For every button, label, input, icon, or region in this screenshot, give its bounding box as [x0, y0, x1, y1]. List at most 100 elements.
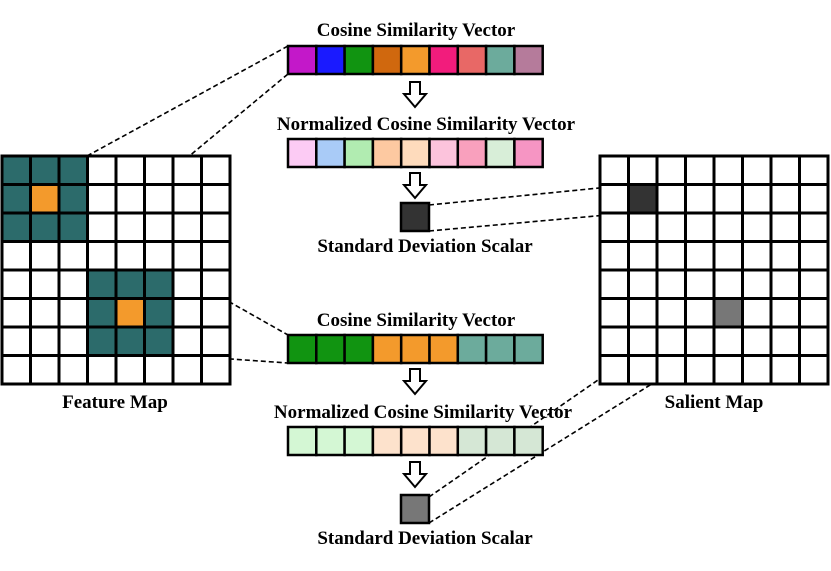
vector-cell — [343, 137, 375, 169]
salient-map-cell — [627, 154, 659, 186]
vector-cell — [371, 425, 403, 457]
feature-map-cell — [29, 183, 61, 215]
vector-cell — [456, 333, 488, 365]
feature-map-cell — [86, 325, 118, 357]
feature-map-cell — [29, 154, 61, 186]
salient-map-cell — [627, 297, 659, 329]
salient-map-cell — [684, 297, 716, 329]
feature-map-cell — [29, 240, 61, 272]
salient-map-cell — [798, 268, 830, 300]
salient-map-cell — [769, 240, 801, 272]
salient-map-cell — [655, 183, 687, 215]
vector-cell — [399, 425, 431, 457]
feature-map-cell — [171, 211, 203, 243]
vector-cell — [343, 44, 375, 76]
salient-map-cell — [741, 354, 773, 386]
vector-cell — [286, 333, 318, 365]
vector-cell — [315, 137, 346, 169]
salient-map-cell — [684, 211, 716, 243]
feature-map-cell — [0, 240, 32, 272]
vector-cell — [456, 137, 488, 169]
vector-cell — [428, 333, 460, 365]
feature-map-cell — [171, 297, 203, 329]
feature-map-cell — [143, 268, 175, 300]
down-arrows — [401, 81, 429, 489]
salient-map-cell — [769, 268, 801, 300]
feature-map-cell — [200, 297, 232, 329]
feature-map-cell — [200, 325, 232, 357]
feature-map-cell — [57, 268, 89, 300]
salient-map-cell — [741, 268, 773, 300]
feature-map-cell — [57, 154, 89, 186]
salient-map-title: Salient Map — [665, 392, 764, 413]
salient-map-cell — [798, 297, 830, 329]
feature-map-cell — [114, 240, 146, 272]
vector-cell — [399, 333, 431, 365]
bottom-normalized-cosine-similarity-vector — [286, 425, 544, 457]
down-arrow-icon — [401, 81, 429, 109]
feature-map-cell — [114, 325, 146, 357]
feature-map-cell — [86, 154, 118, 186]
vector-cell — [286, 137, 318, 169]
top-normalized-vector-title: Normalized Cosine Similarity Vector — [277, 114, 576, 135]
salient-map-cell — [684, 354, 716, 386]
salient-map-cell — [684, 183, 716, 215]
feature-map-cell — [114, 183, 146, 215]
feature-map-cell — [0, 297, 32, 329]
feature-map-cell — [29, 268, 61, 300]
bottom-cosine-similarity-vector — [286, 333, 544, 365]
vector-cell — [513, 137, 544, 169]
feature-map-cell — [29, 354, 61, 386]
salient-map-cell — [769, 297, 801, 329]
feature-map-cell — [0, 325, 32, 357]
salient-map-cell — [598, 354, 630, 386]
salient-map-cell — [655, 354, 687, 386]
vector-cell — [513, 44, 544, 76]
feature-map-cell — [143, 183, 175, 215]
feature-map-cell — [114, 154, 146, 186]
vector-cell — [513, 333, 544, 365]
top-cosine-vector-title: Cosine Similarity Vector — [317, 20, 516, 41]
vector-cell — [484, 425, 516, 457]
feature-map-cell — [200, 183, 232, 215]
vector-cell — [315, 425, 346, 457]
feature-map-cell — [57, 183, 89, 215]
salient-map-cell — [655, 240, 687, 272]
salient-map-cell — [598, 268, 630, 300]
dashed-connector — [86, 45, 289, 157]
salient-map-cell — [798, 154, 830, 186]
top-std-scalar-title: Standard Deviation Scalar — [317, 236, 533, 257]
salient-map-cell — [598, 211, 630, 243]
vector-cell — [484, 333, 516, 365]
salient-map-cell — [769, 211, 801, 243]
salient-map-cell — [712, 268, 744, 300]
vector-cell — [428, 137, 460, 169]
salient-map-cell — [684, 154, 716, 186]
feature-map-cell — [0, 268, 32, 300]
feature-map-cell — [0, 211, 32, 243]
salient-map-cell — [769, 183, 801, 215]
feature-map-cell — [86, 183, 118, 215]
salient-map-cell — [712, 325, 744, 357]
salient-map-cell — [598, 240, 630, 272]
vector-cell — [399, 44, 431, 76]
salient-map-cell — [741, 154, 773, 186]
feature-map-cell — [86, 354, 118, 386]
vector-cell — [315, 333, 346, 365]
salient-map-grid — [598, 154, 830, 386]
salient-map-cell — [627, 240, 659, 272]
salient-map-cell — [627, 183, 659, 215]
salient-map-cell — [798, 354, 830, 386]
feature-map-cell — [171, 183, 203, 215]
top-normalized-cosine-similarity-vector — [286, 137, 544, 169]
vector-cell — [343, 425, 375, 457]
salient-map-cell — [598, 297, 630, 329]
feature-map-cell — [143, 154, 175, 186]
salient-map-cell — [655, 268, 687, 300]
down-arrow-icon — [401, 172, 429, 200]
feature-map-cell — [171, 325, 203, 357]
vector-cell — [484, 137, 516, 169]
top-standard-deviation-scalar-box — [399, 201, 431, 233]
feature-map-cell — [29, 211, 61, 243]
